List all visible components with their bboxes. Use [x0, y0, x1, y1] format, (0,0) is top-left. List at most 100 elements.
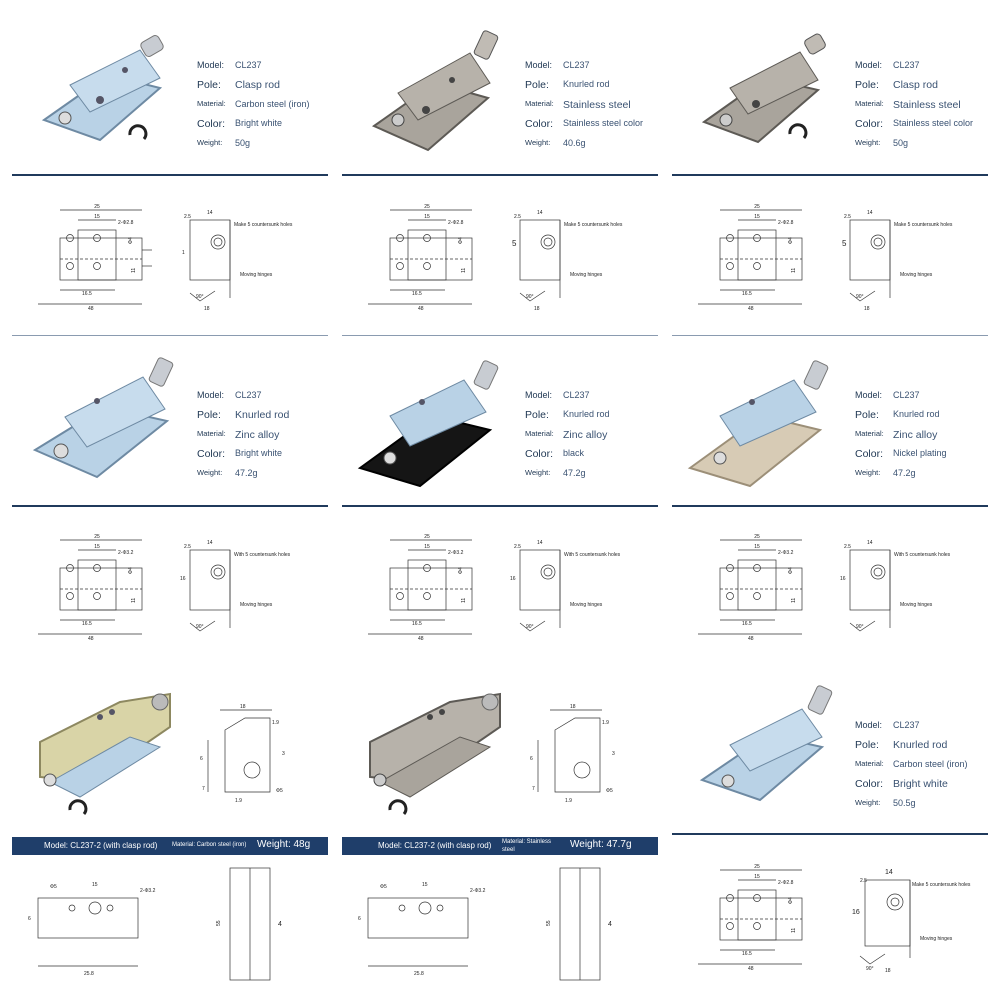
color-value: black [563, 448, 585, 458]
material-value: Stainless steel [563, 99, 631, 111]
dim-15: 15 [92, 882, 98, 888]
banner-model: Model: CL237-2 (with clasp rod) [44, 841, 158, 850]
dim-7: 7 [532, 786, 535, 792]
dim-2-5: 2.5 [844, 544, 851, 550]
dim-25: 25 [94, 204, 100, 210]
dim-5: 5 [842, 239, 847, 248]
dim-11: 11 [461, 598, 467, 603]
dim-16-5: 16.5 [742, 291, 752, 297]
material-key: Material: [197, 429, 226, 438]
countersunk-note: Make 5 countersunk holes [564, 222, 623, 228]
dim-2-5: 2.5 [184, 544, 191, 550]
weight-key: Weight: [197, 138, 223, 147]
dim-55: 55 [216, 920, 222, 926]
dim-15: 15 [754, 874, 760, 880]
dim-rod: Φ4 [458, 567, 464, 574]
dim-25-8: 25.8 [84, 971, 94, 977]
dim-16-5: 16.5 [82, 291, 92, 297]
model-value: CL237 [563, 390, 590, 400]
hinge-photo-9 [690, 685, 850, 815]
section-divider [342, 505, 658, 507]
dim-phi5: Φ5 [50, 884, 57, 890]
dim-4: 4 [278, 921, 282, 928]
dim-11: 11 [461, 268, 467, 273]
banner-weight: Weight: 47.7g [570, 839, 632, 850]
dim-16-5: 16.5 [412, 291, 422, 297]
angle-90: 90° [856, 294, 864, 300]
pole-key: Pole: [525, 409, 549, 421]
dim-48: 48 [748, 966, 754, 972]
dim-25: 25 [94, 534, 100, 540]
model-banner-2: Model: CL237-2 (with clasp rod) Material… [342, 837, 658, 855]
weight-value: 50g [235, 138, 251, 148]
dim-25: 25 [424, 534, 430, 540]
moving-hinges-note: Moving hinges [570, 272, 603, 278]
model-key: Model: [197, 60, 225, 70]
color-key: Color: [855, 118, 884, 130]
dim-2-5: 2.5 [184, 214, 191, 220]
pole-key: Pole: [525, 79, 549, 91]
dim-48: 48 [418, 306, 424, 312]
model-value: CL237 [893, 720, 920, 730]
angle-90: 90° [526, 624, 534, 630]
model-value: CL237 [235, 60, 262, 70]
dim-hole: 2-Φ3.2 [118, 550, 134, 556]
dim-7: 7 [202, 786, 205, 792]
dim-18: 18 [864, 306, 870, 312]
dim-hole: 2-Φ3.2 [448, 550, 464, 556]
countersunk-note: With 5 countersunk holes [234, 552, 291, 558]
section-divider [672, 174, 988, 176]
countersunk-note: Make 5 countersunk holes [234, 222, 293, 228]
model-key: Model: [855, 60, 883, 70]
dim-11: 11 [131, 268, 137, 273]
section-divider [342, 335, 658, 336]
color-value: Bright white [235, 118, 283, 128]
dim-1: 1 [182, 250, 185, 256]
model-value: CL237 [563, 60, 590, 70]
color-key: Color: [197, 118, 226, 130]
model-value: CL237 [893, 60, 920, 70]
dim-16: 16 [180, 576, 186, 582]
pole-value: Knurled rod [563, 79, 610, 89]
moving-hinges-note: Moving hinges [570, 602, 603, 608]
countersunk-note: Make 5 countersunk holes [912, 882, 971, 888]
dim-15: 15 [754, 214, 760, 220]
dim-18: 18 [885, 968, 891, 974]
color-value: Stainless steel color [563, 118, 644, 128]
dim-14: 14 [207, 540, 213, 546]
pole-value: Clasp rod [893, 79, 938, 91]
dim-14: 14 [867, 210, 873, 216]
dim-2-5: 2.5 [860, 878, 867, 884]
moving-hinges-note: Moving hinges [920, 936, 953, 942]
model-key: Model: [525, 390, 553, 400]
dim-11: 11 [131, 598, 137, 603]
dim-25: 25 [754, 864, 760, 870]
weight-value: 50.5g [893, 798, 916, 808]
weight-value: 40.6g [563, 138, 586, 148]
dim-rod: Φ4 [128, 567, 134, 574]
dim-2-5: 2.5 [514, 544, 521, 550]
dim-4: 4 [608, 921, 612, 928]
hinge-photo-4 [25, 355, 190, 490]
color-key: Color: [525, 448, 554, 460]
dim-hole: 2-Φ2.8 [778, 220, 794, 226]
drawing-d-1: Φ5 15 2-Φ3.2 25.8 6 55 4 [28, 867, 282, 981]
dim-15: 15 [422, 882, 428, 888]
hinge-photo-1 [30, 30, 190, 155]
angle-90: 90° [856, 624, 864, 630]
dim-1-9: 1.9 [272, 720, 279, 726]
countersunk-note: With 5 countersunk holes [564, 552, 621, 558]
dim-6: 6 [28, 916, 31, 922]
model-key: Model: [525, 60, 553, 70]
dim-16-5: 16.5 [742, 621, 752, 627]
dim-5: 5 [512, 239, 517, 248]
color-key: Color: [855, 778, 884, 790]
angle-90: 90° [866, 966, 874, 972]
dim-hole: 2-Φ2.8 [778, 880, 794, 886]
material-key: Material: [525, 99, 554, 108]
dim-25: 25 [754, 204, 760, 210]
dim-15: 15 [424, 214, 430, 220]
dim-16: 16 [852, 909, 860, 916]
dim-18: 18 [534, 306, 540, 312]
hinge-photo-7 [30, 682, 180, 817]
